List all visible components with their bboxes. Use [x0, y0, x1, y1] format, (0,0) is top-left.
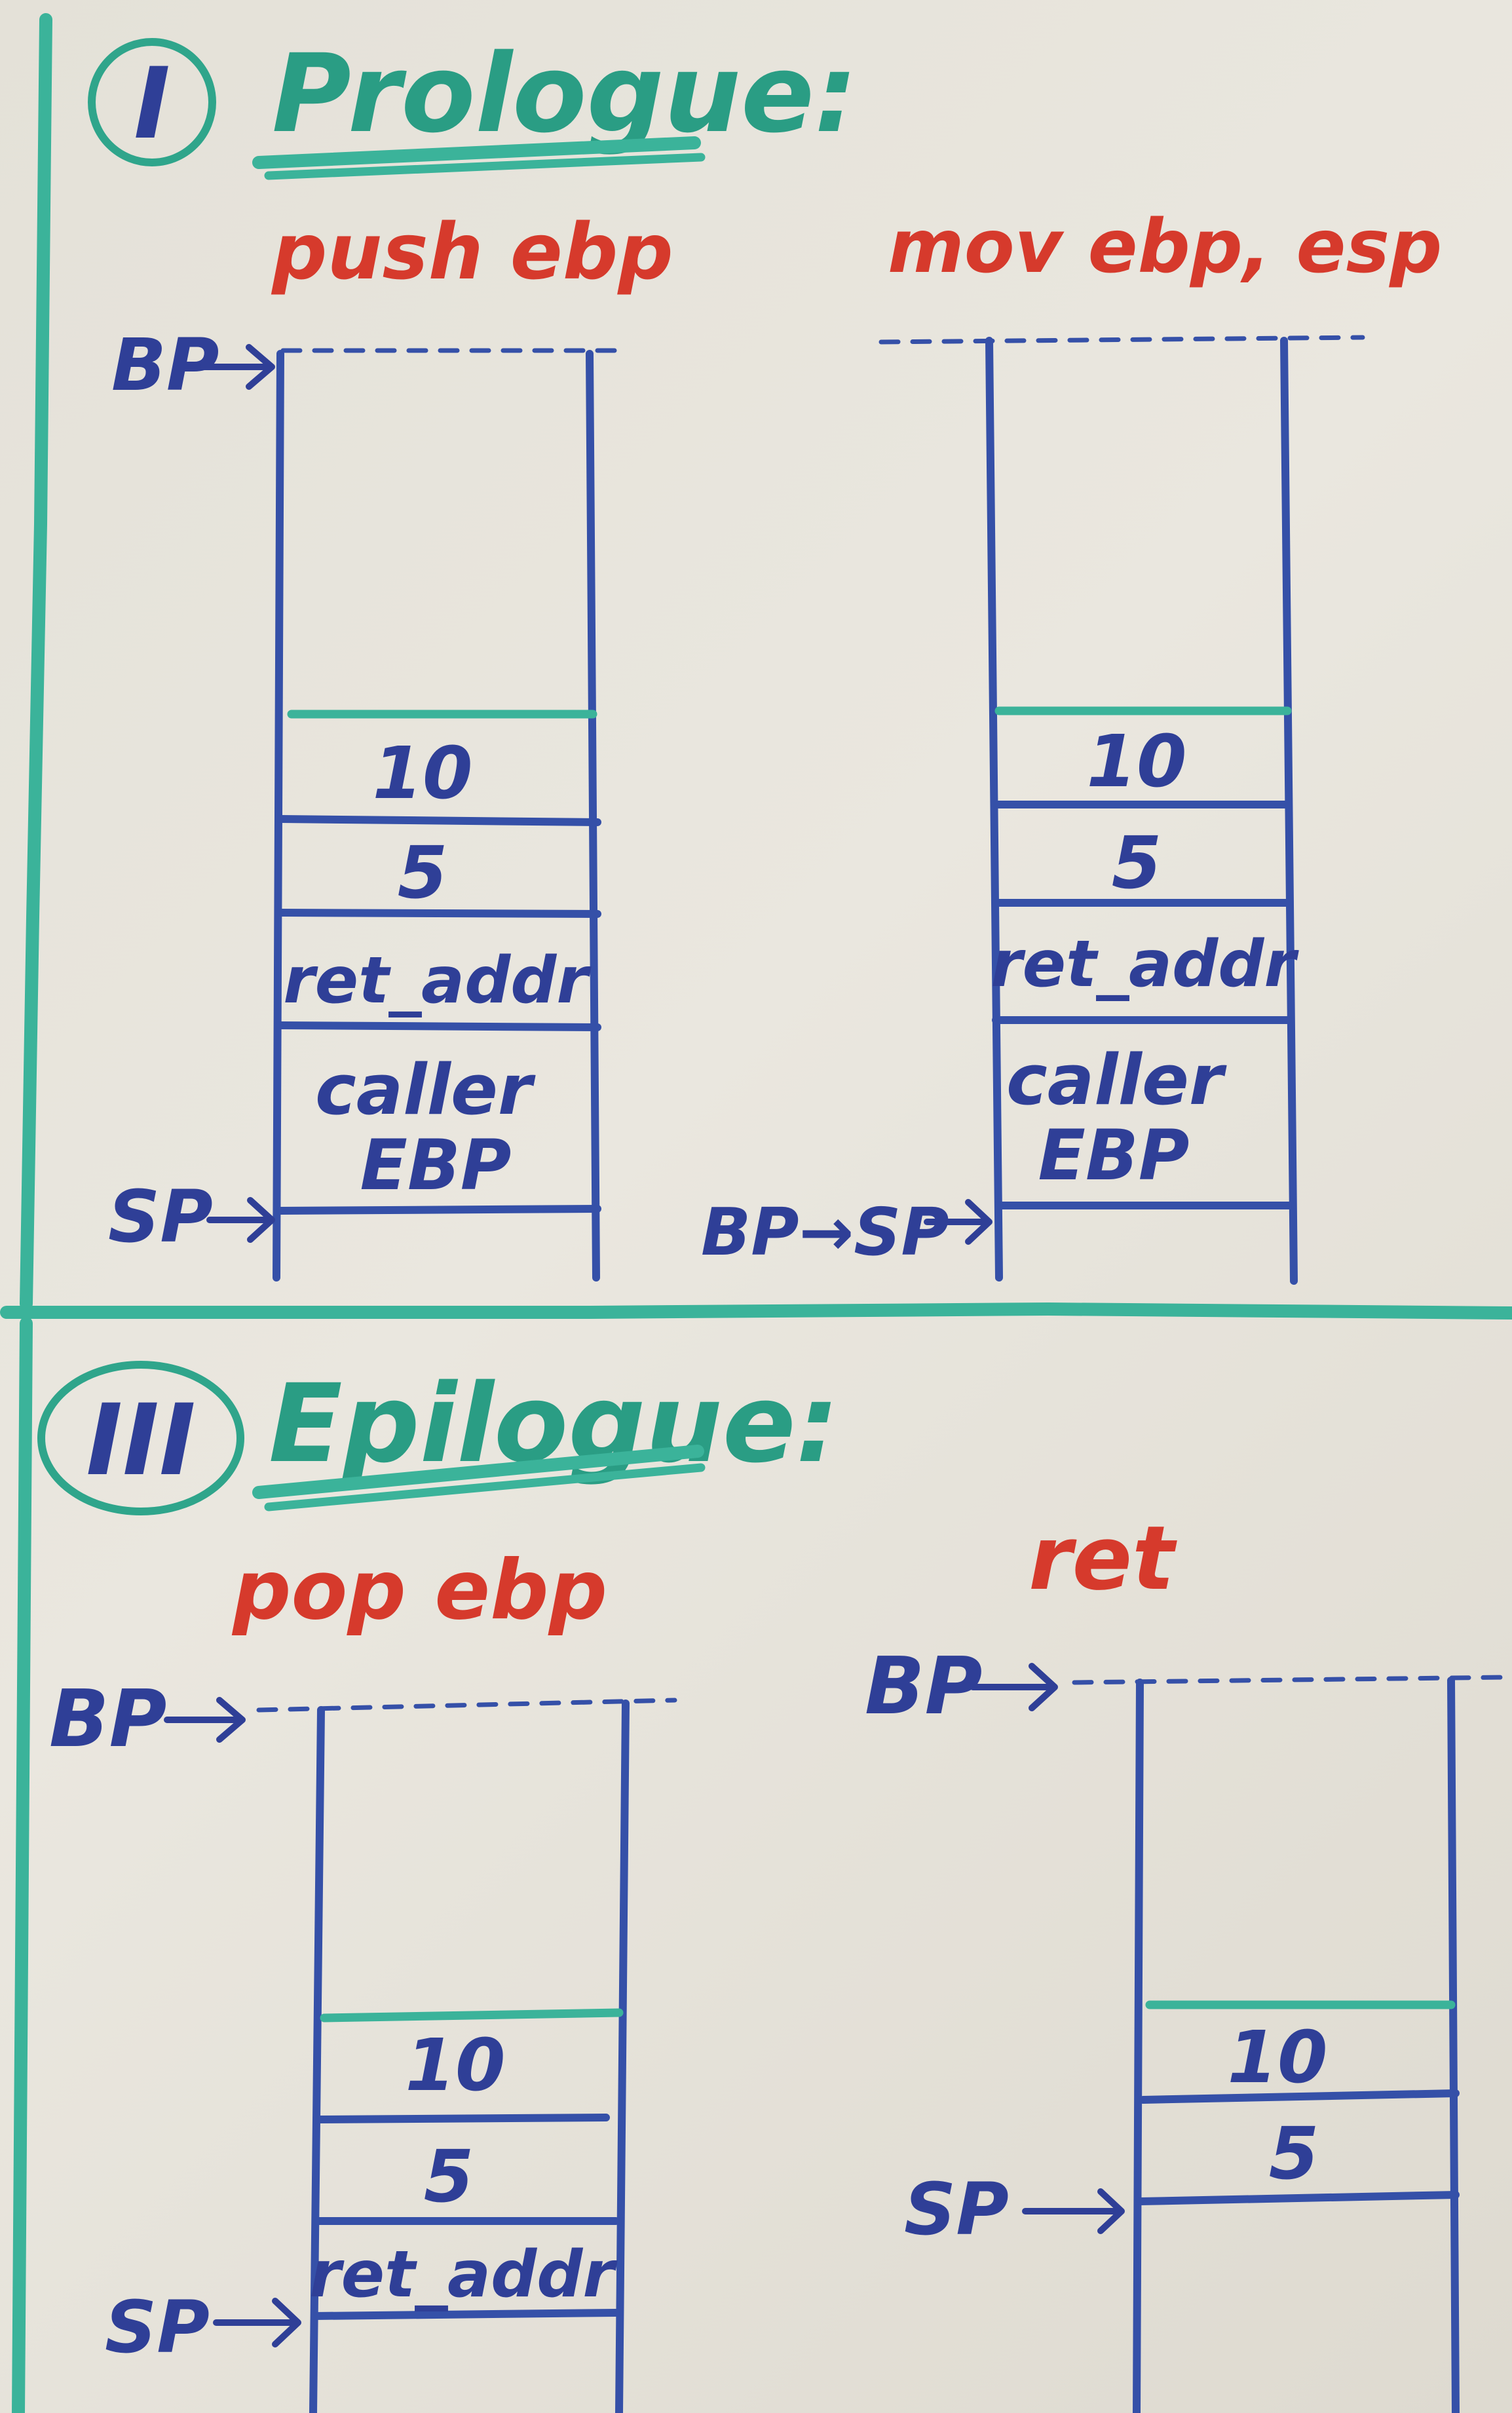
stack-panel-mov-ebp-esp: mov ebp, esp 10 5 ret_addr caller EBP BP… — [701, 204, 1442, 1285]
base-dashed-line — [256, 1698, 677, 1713]
bp-sp-pointer-label: BP→SP — [701, 1194, 949, 1270]
stack-left-wall — [1133, 1679, 1144, 2413]
stack-panel-push-ebp: push ebp 10 5 ret_addr caller EBP BP SP — [108, 206, 673, 1282]
bp-arrow — [164, 1697, 246, 1743]
sp-arrow — [1022, 2188, 1125, 2234]
section-title: Prologue: — [272, 31, 858, 157]
stack-cell: ret_addr — [991, 927, 1299, 1002]
title-underline — [252, 1445, 704, 1499]
stack-cell: 5 — [398, 831, 448, 915]
left-margin-line — [20, 13, 52, 1310]
sp-arrow — [206, 1197, 275, 1243]
section-numeral: I — [134, 47, 170, 161]
instruction-label: pop ebp — [231, 1543, 607, 1638]
section-numeral: III — [86, 1384, 195, 1498]
stack-panel-ret: ret 10 5 BP SP — [865, 1507, 1509, 2413]
stack-cell: 10 — [1086, 719, 1186, 803]
cell-divider — [276, 909, 601, 918]
sp-pointer-label: SP — [904, 2167, 1009, 2251]
bp-arrow — [970, 1663, 1058, 1711]
stack-cell: caller EBP — [315, 1050, 556, 1206]
stack-cell: 5 — [424, 2135, 474, 2218]
stack-right-wall — [1280, 337, 1298, 1285]
bp-pointer-label: BP — [49, 1674, 166, 1765]
bp-arrow — [200, 344, 275, 390]
stack-cell-line: caller — [1006, 1040, 1227, 1120]
numeral-circle-III — [37, 1361, 244, 1515]
cell-divider — [276, 1205, 601, 1215]
base-dashed-line — [1072, 1675, 1509, 1685]
title-underline-2 — [264, 153, 706, 180]
stack-cell: ret_addr — [283, 943, 592, 1018]
stack-panel-pop-ebp: pop ebp 10 5 ret_addr BP SP — [49, 1543, 677, 2413]
stack-cell: 5 — [1112, 821, 1162, 905]
stack-cell-line: EBP — [1038, 1115, 1190, 1196]
stack-right-wall — [615, 1700, 630, 2413]
stack-left-wall — [309, 1706, 325, 2413]
sp-pointer-label: SP — [108, 1175, 213, 1259]
stack-right-wall — [586, 350, 600, 1282]
sp-arrow — [213, 2298, 301, 2347]
instruction-label: mov ebp, esp — [888, 204, 1442, 290]
frame-boundary — [320, 2008, 624, 2023]
cell-divider — [314, 2114, 610, 2123]
sp-pointer-label: SP — [105, 2285, 210, 2369]
numeral-circle-I — [88, 38, 216, 166]
stack-cell: ret_addr — [309, 2237, 618, 2312]
stack-cell-line: EBP — [360, 1125, 512, 1206]
section-epilogue: III Epilogue: pop ebp 10 5 ret_addr BP S… — [37, 1361, 1509, 2413]
stack-cell-line: caller — [315, 1050, 536, 1130]
instruction-label: push ebp — [271, 206, 673, 297]
section-divider — [0, 1302, 1512, 1320]
cell-divider — [276, 1021, 601, 1031]
cell-divider — [311, 2309, 620, 2320]
stack-left-wall — [985, 337, 1003, 1282]
title-underline — [252, 136, 701, 169]
stack-cell: 5 — [1269, 2112, 1319, 2195]
sp-arrow — [924, 1199, 992, 1245]
bp-pointer-label: BP — [865, 1641, 982, 1732]
cell-divider — [1139, 2089, 1460, 2104]
cell-divider — [276, 815, 601, 826]
section-prologue: I Prologue: push ebp 10 5 ret_addr calle… — [88, 31, 1442, 1285]
instruction-label: ret — [1029, 1507, 1177, 1610]
stack-cell: caller EBP — [1006, 1040, 1247, 1196]
stack-cell: 10 — [405, 2023, 505, 2107]
stack-cell: 10 — [372, 731, 472, 815]
title-underline-2 — [264, 1463, 706, 1511]
stack-right-wall — [1447, 1677, 1460, 2413]
left-margin-line-lower — [12, 1317, 33, 2413]
cell-divider — [1136, 2191, 1460, 2205]
base-dashed-line — [879, 335, 1365, 345]
stack-cell: 10 — [1227, 2015, 1327, 2099]
